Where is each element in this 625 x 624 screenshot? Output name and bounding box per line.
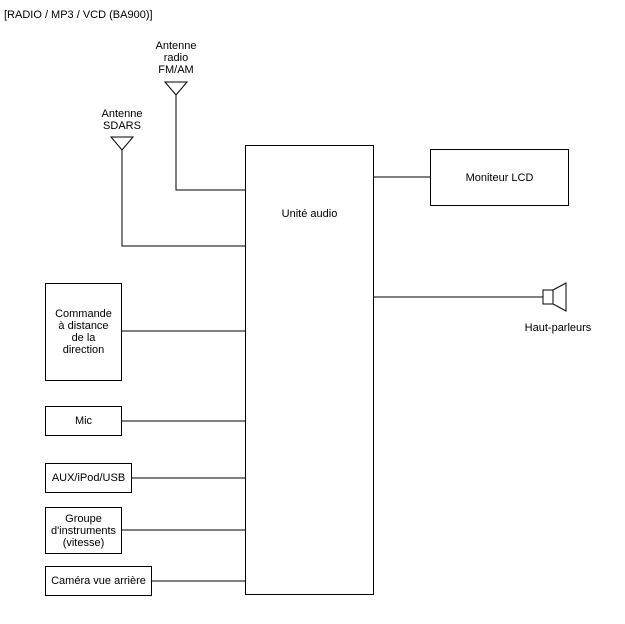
sdars-antenna-icon — [109, 136, 135, 151]
rear-camera-label: Caméra vue arrière — [51, 575, 146, 587]
instrument-cluster-box: Groupe d'instruments (vitesse) — [45, 507, 122, 554]
sdars-antenna-wire — [121, 150, 245, 247]
mic-box: Mic — [45, 406, 122, 436]
aux-ipod-usb-box: AUX/iPod/USB — [45, 463, 132, 493]
sdars-antenna-label: Antenne SDARS — [101, 108, 143, 132]
mic-label: Mic — [74, 415, 93, 427]
speaker-magnet — [542, 289, 554, 305]
radio-antenna-label: Antenne radio FM/AM — [155, 40, 197, 76]
audio-unit-label: Unité audio — [281, 208, 338, 220]
steering-remote-label: Commande à distance de la direction — [55, 308, 112, 356]
rear-camera-box: Caméra vue arrière — [45, 566, 152, 596]
page-title: [RADIO / MP3 / VCD (BA900)] — [4, 9, 153, 21]
steering-remote-box: Commande à distance de la direction — [45, 283, 122, 381]
aux-ipod-usb-label: AUX/iPod/USB — [51, 472, 126, 484]
instrument-cluster-label: Groupe d'instruments (vitesse) — [50, 512, 117, 549]
audio-unit-box: Unité audio — [245, 145, 374, 595]
speaker-cone-icon — [552, 282, 567, 312]
lcd-monitor-label: Moniteur LCD — [465, 171, 534, 184]
radio-antenna-icon — [163, 81, 189, 96]
lcd-monitor-box: Moniteur LCD — [430, 149, 569, 206]
speakers-label: Haut-parleurs — [524, 322, 592, 334]
radio-antenna-wire — [175, 95, 245, 191]
